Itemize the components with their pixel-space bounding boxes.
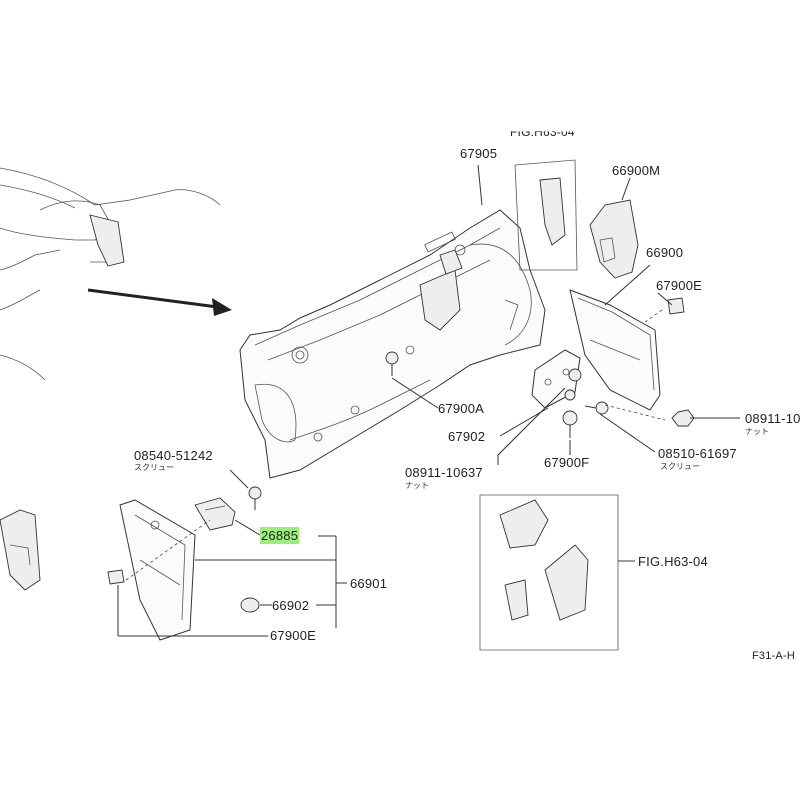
label-fig-right: FIG.H63-04 — [638, 554, 708, 569]
label-08540-sub: スクリュー — [134, 463, 174, 472]
screw-08510 — [584, 401, 609, 415]
label-fig-top: FIG.H63-04 — [510, 125, 575, 139]
label-66901: 66901 — [350, 576, 388, 591]
label-66900: 66900 — [646, 245, 684, 260]
part-66902 — [240, 597, 260, 613]
label-67900a: 67900A — [438, 401, 485, 416]
label-67900f: 67900F — [544, 455, 590, 470]
part-66901 — [119, 499, 196, 641]
label-drawing-code: F31-A-H — [752, 650, 795, 662]
dashed-guides — [125, 309, 666, 581]
clip-67900a — [385, 351, 399, 376]
fig-inset-top — [514, 159, 578, 271]
label-26885: 26885 — [260, 527, 300, 544]
dash-side-panel — [239, 209, 546, 479]
vehicle-outline — [0, 167, 221, 381]
label-08540: 08540-51242 — [134, 448, 213, 463]
edge-part-left — [0, 509, 41, 591]
label-67900e-bottom: 67900E — [270, 628, 317, 643]
part-26885 — [194, 497, 236, 531]
clip-67900f — [562, 410, 578, 438]
screw-08540 — [248, 486, 262, 510]
clip-67900e-top — [667, 297, 685, 315]
label-08911-mid-sub: ナット — [405, 481, 429, 490]
label-67905: 67905 — [460, 146, 498, 161]
label-08911-mid: 08911-10637 — [405, 465, 483, 480]
direction-arrow — [87, 288, 232, 316]
nut-08911-right — [671, 409, 695, 427]
label-08911-right: 08911-10 — [745, 411, 800, 426]
bracket-67902 — [531, 349, 582, 409]
part-66900 — [569, 289, 661, 411]
label-67900e-top: 67900E — [656, 278, 703, 293]
label-66902: 66902 — [272, 598, 310, 613]
label-66900m: 66900M — [612, 163, 661, 178]
clip-67900e-bottom — [107, 569, 125, 585]
label-08510-sub: スクリュー — [660, 462, 700, 471]
leader-lines — [117, 164, 740, 637]
part-66900m — [589, 199, 639, 279]
label-08911-right-sub: ナット — [745, 427, 769, 436]
label-67902: 67902 — [448, 429, 486, 444]
label-08510: 08510-61697 — [658, 446, 737, 461]
highlighted-part-number: 26885 — [260, 527, 300, 544]
fig-inset-right — [479, 494, 619, 651]
